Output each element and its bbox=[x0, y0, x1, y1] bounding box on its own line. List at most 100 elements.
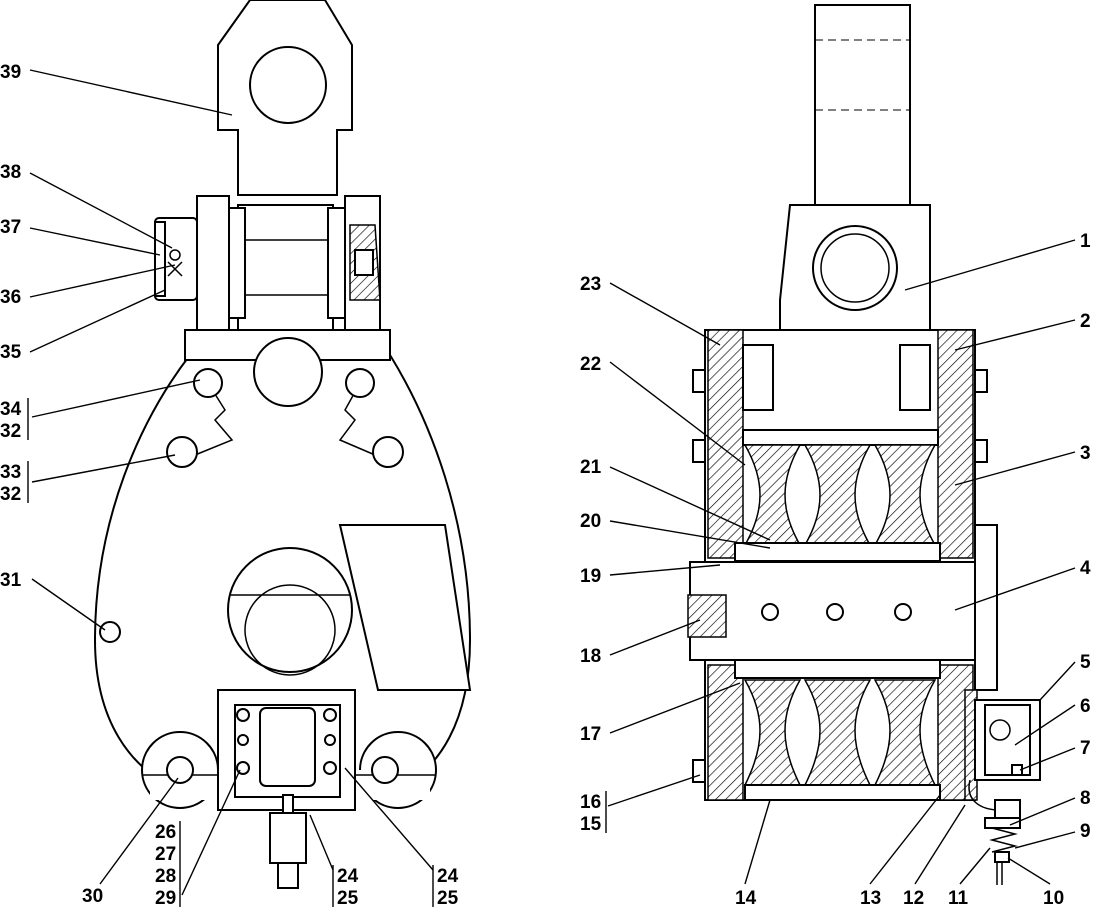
callout-number: 17 bbox=[580, 724, 601, 745]
callout-number: 37 bbox=[0, 217, 21, 238]
callout-number: 21 bbox=[580, 457, 602, 478]
leader-line bbox=[609, 361, 746, 466]
leader-line bbox=[31, 379, 201, 418]
callout-18: 18 bbox=[580, 619, 701, 667]
leader-line bbox=[1014, 704, 1076, 746]
callout-number: 27 bbox=[155, 844, 176, 865]
grease-fitting bbox=[687, 594, 727, 638]
callout-number: 33 bbox=[0, 462, 21, 483]
leader-line bbox=[309, 814, 334, 871]
callout-11: 11 bbox=[948, 847, 991, 909]
callout-12: 12 bbox=[903, 804, 966, 909]
callout-number: 11 bbox=[948, 888, 969, 909]
callout-3: 3 bbox=[954, 443, 1091, 486]
callout-number: 28 bbox=[155, 866, 176, 887]
leader-line bbox=[1014, 831, 1076, 849]
callout-number: 32 bbox=[0, 484, 21, 505]
callout-14: 14 bbox=[735, 799, 771, 909]
callout-number: 31 bbox=[0, 570, 22, 591]
callout-number: 24 bbox=[437, 866, 459, 887]
callout-30: 30 bbox=[82, 777, 179, 907]
callout-31: 31 bbox=[0, 570, 106, 631]
inspection-window bbox=[227, 547, 353, 673]
callout-number: 3 bbox=[1080, 443, 1091, 464]
callout-5: 5 bbox=[1039, 652, 1091, 701]
leader-line bbox=[1039, 661, 1076, 701]
right-view bbox=[687, 4, 1041, 885]
callout-number: 1 bbox=[1080, 231, 1091, 252]
callout-4: 4 bbox=[954, 558, 1091, 611]
leader-line bbox=[609, 564, 721, 576]
callout-labels: 3938373635343233323130262728292425242512… bbox=[0, 62, 1091, 909]
callout-number: 15 bbox=[580, 814, 602, 835]
bottom-plate bbox=[744, 784, 941, 801]
callout-22: 22 bbox=[580, 354, 746, 466]
callout-20: 20 bbox=[580, 511, 771, 549]
leader-line bbox=[744, 799, 771, 885]
leader-line bbox=[609, 619, 701, 656]
callout-7: 7 bbox=[1019, 738, 1091, 771]
callout-number: 29 bbox=[155, 888, 176, 909]
callout-35: 35 bbox=[0, 289, 166, 363]
leader-line bbox=[904, 239, 1076, 291]
sheaves-lower bbox=[743, 679, 937, 786]
callout-number: 20 bbox=[580, 511, 601, 532]
callout-23: 23 bbox=[580, 274, 721, 346]
callout-number: 8 bbox=[1080, 788, 1091, 809]
callout-number: 13 bbox=[860, 888, 881, 909]
callout-number: 38 bbox=[0, 162, 21, 183]
callout-number: 30 bbox=[82, 886, 103, 907]
leader-line bbox=[31, 578, 106, 631]
cotter-ring bbox=[169, 249, 181, 261]
leader-line bbox=[959, 847, 991, 885]
callout-6: 6 bbox=[1014, 696, 1091, 746]
hole-31 bbox=[99, 621, 121, 643]
callout-13: 13 bbox=[860, 794, 941, 909]
callout-number: 34 bbox=[0, 399, 22, 420]
leader-line bbox=[1019, 747, 1076, 771]
callout-36: 36 bbox=[0, 264, 176, 308]
callout-number: 19 bbox=[580, 566, 601, 587]
leader-line bbox=[1009, 797, 1076, 826]
callout-8: 8 bbox=[1009, 788, 1091, 826]
callout-number: 39 bbox=[0, 62, 21, 83]
callout-1: 1 bbox=[904, 231, 1091, 291]
sheaves-upper bbox=[743, 444, 937, 546]
bolt-30 bbox=[166, 756, 194, 784]
callout-9: 9 bbox=[1014, 821, 1091, 849]
callout-number: 32 bbox=[0, 421, 21, 442]
callout-number: 6 bbox=[1080, 696, 1091, 717]
callout-number: 25 bbox=[337, 888, 359, 909]
leader-line bbox=[607, 774, 701, 807]
leader-line bbox=[31, 454, 176, 483]
leader-line bbox=[954, 451, 1076, 486]
leader-line bbox=[869, 794, 941, 885]
callout-number: 10 bbox=[1043, 888, 1064, 909]
callout-number: 24 bbox=[337, 866, 359, 887]
upper-column bbox=[814, 4, 911, 206]
leader-line bbox=[954, 319, 1076, 351]
callout-17: 17 bbox=[580, 682, 741, 745]
callout-number: 36 bbox=[0, 287, 21, 308]
leader-line bbox=[29, 69, 233, 116]
leader-line bbox=[99, 777, 179, 885]
bolts bbox=[166, 368, 404, 468]
callout-number: 14 bbox=[735, 888, 757, 909]
pin-end-left bbox=[742, 344, 774, 411]
leader-line bbox=[29, 289, 166, 353]
callout-number: 23 bbox=[580, 274, 601, 295]
bearings-lower bbox=[734, 659, 941, 679]
leader-line bbox=[29, 227, 161, 256]
callout-number: 16 bbox=[580, 792, 601, 813]
callout-number: 9 bbox=[1080, 821, 1091, 842]
leader-line bbox=[181, 769, 241, 896]
callout-number: 5 bbox=[1080, 652, 1091, 673]
callout-number: 12 bbox=[903, 888, 924, 909]
leader-line bbox=[609, 520, 771, 549]
callout-number: 25 bbox=[437, 888, 459, 909]
